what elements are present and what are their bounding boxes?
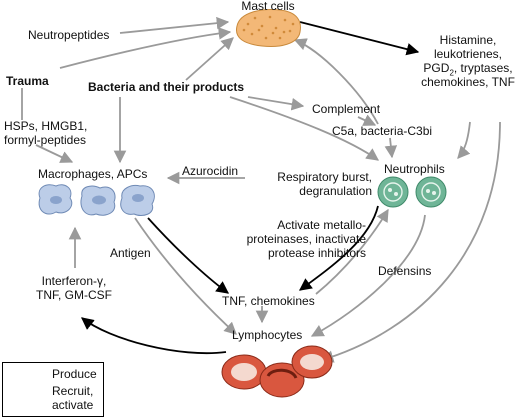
arrow-defensins-to-lymphocytes bbox=[310, 214, 426, 337]
arrow-bacteria-to-complement bbox=[247, 96, 305, 111]
arrow-c5a-to-neutrophils bbox=[384, 137, 398, 159]
mast-cell-icon bbox=[235, 9, 301, 47]
neutropeptides-label: Neutropeptides bbox=[28, 28, 110, 42]
trauma-label: Trauma bbox=[6, 74, 49, 88]
arrow-neutropeptides-to-mast bbox=[119, 16, 230, 34]
arrow-lymphocytes-to-interferon bbox=[81, 317, 227, 355]
macrophage-icons bbox=[38, 184, 155, 217]
respiratory-line-1: Respiratory burst, bbox=[277, 170, 372, 184]
legend-recruit-line-1: Recruit, bbox=[52, 384, 94, 398]
legend-recruit-line-2: activate bbox=[52, 398, 94, 412]
antigen-label: Antigen bbox=[110, 246, 151, 260]
macrophages-label: Macrophages, APCs bbox=[38, 167, 148, 181]
arrow-complement-to-c5a bbox=[357, 114, 377, 126]
mediators-line-2: leukotrienes, bbox=[433, 47, 503, 61]
neutrophil-icons bbox=[377, 176, 447, 208]
lymphocytes-label: Lymphocytes bbox=[232, 328, 303, 342]
arrow-c5a-to-mast bbox=[293, 38, 379, 125]
arrow-trauma-to-mast bbox=[59, 27, 232, 69]
arrow-mediators-to-neutrophils bbox=[457, 121, 471, 159]
legend-recruit-label: Recruit, activate bbox=[52, 384, 93, 412]
respiratory-burst-label: Respiratory burst, degranulation bbox=[262, 170, 372, 198]
hsps-label: HSPs, HMGB1, formyl-peptides bbox=[4, 119, 87, 147]
mast-cells-label: Mast cells bbox=[241, 0, 295, 13]
arrow-macrophages-to-tnf bbox=[147, 217, 230, 294]
metallo-line-3: protease inhibitors bbox=[267, 246, 366, 260]
arrow-neutrophils-to-tnf bbox=[298, 205, 379, 291]
neutrophils-label: Neutrophils bbox=[384, 162, 445, 176]
mediators-line-4: chemokines, TNF bbox=[421, 75, 515, 89]
hsps-line-1: HSPs, HMGB1, bbox=[4, 119, 88, 133]
arrow-macrophages-to-lymphocytes bbox=[134, 217, 237, 335]
arrow-bacteria-to-mast bbox=[185, 37, 234, 81]
mediators-label: Histamine, leukotrienes, PGD2, tryptases… bbox=[418, 33, 518, 89]
metallo-line-1: Activate metallo- bbox=[277, 218, 366, 232]
interferon-line-1: Interferon-γ, bbox=[41, 274, 107, 288]
hsps-line-2: formyl-peptides bbox=[4, 133, 87, 147]
interferon-label: Interferon-γ, TNF, GM-CSF bbox=[24, 274, 124, 302]
bacteria-label: Bacteria and their products bbox=[88, 80, 245, 94]
mediators-line-1: Histamine, bbox=[439, 33, 497, 47]
arrow-mediators-to-lymphocytes bbox=[320, 121, 501, 363]
metalloproteinases-label: Activate metallo- proteinases, inactivat… bbox=[226, 218, 366, 260]
defensins-label: Defensins bbox=[378, 264, 432, 278]
arrow-hsps-to-macrophages bbox=[35, 144, 74, 163]
arrow-mast-to-mediators bbox=[299, 21, 420, 56]
complement-label: Complement bbox=[312, 102, 381, 116]
arrow-bacteria-to-neutrophils bbox=[229, 96, 380, 161]
azurocidin-label: Azurocidin bbox=[182, 164, 239, 178]
tnf-chemokines-label: TNF, chemokines bbox=[222, 294, 315, 308]
respiratory-line-2: degranulation bbox=[299, 184, 372, 198]
interferon-line-2: TNF, GM-CSF bbox=[36, 288, 112, 302]
c5a-label: C5a, bacteria-C3bi bbox=[332, 124, 433, 138]
arrow-tnf-to-neutrophils bbox=[315, 208, 389, 295]
metallo-line-2: proteinases, inactivate bbox=[246, 232, 366, 246]
mediators-line-3: PGD2, tryptases, bbox=[423, 61, 513, 78]
legend-produce-label: Produce bbox=[52, 367, 97, 381]
lymphocyte-icons bbox=[221, 345, 333, 398]
